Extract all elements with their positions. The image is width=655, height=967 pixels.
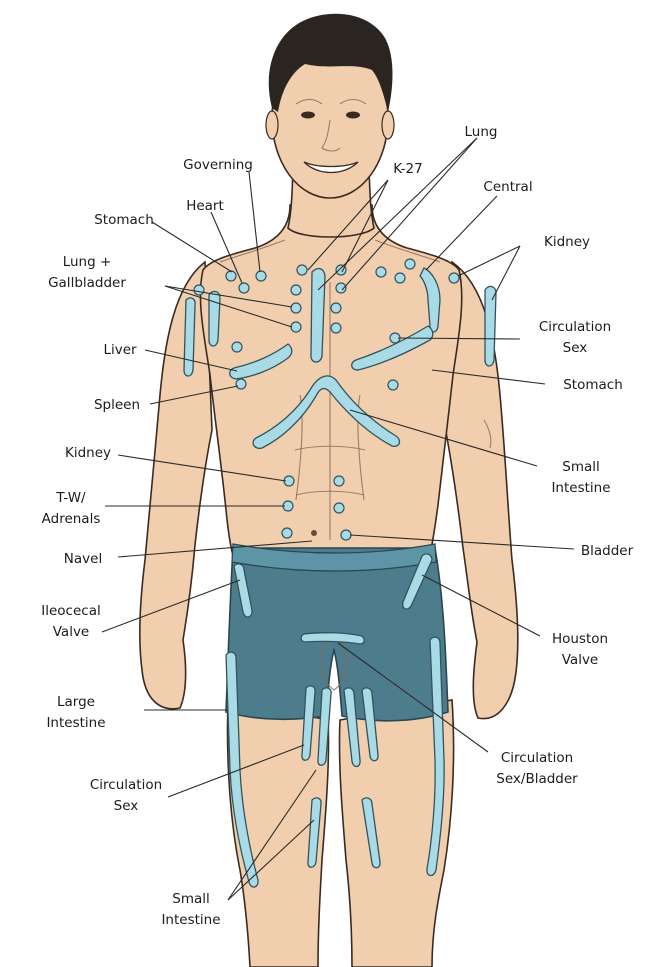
reflex-point — [194, 285, 204, 295]
label-liver: Liver — [103, 342, 137, 358]
label-small-intestine-bottom-line1: Small — [172, 891, 210, 907]
label-ileocecal-valve-line1: Ileocecal — [41, 603, 100, 619]
label-heart: Heart — [186, 198, 224, 214]
label-governing: Governing — [183, 157, 253, 173]
label-lung: Lung — [465, 124, 498, 140]
reflex-point — [449, 273, 459, 283]
reflex-point — [334, 503, 344, 513]
left-arm-illustration — [140, 262, 212, 709]
label-navel: Navel — [64, 551, 102, 567]
label-stomach-left: Stomach — [94, 212, 154, 228]
label-spleen: Spleen — [94, 397, 140, 413]
label-large-intestine-line2: Intestine — [46, 715, 105, 731]
label-circulation-sex-bladder-line1: Circulation — [501, 750, 573, 766]
label-tw-adrenals-line1: T-W/ — [55, 490, 86, 506]
label-bladder: Bladder — [581, 543, 634, 559]
label-small-intestine-right-line2: Intestine — [551, 480, 610, 496]
reflex-point — [291, 303, 301, 313]
reflex-point — [297, 265, 307, 275]
label-ileocecal-valve-line2: Valve — [53, 624, 90, 640]
reflex-point — [232, 342, 242, 352]
label-small-intestine-right-line1: Small — [562, 459, 600, 475]
reflex-point — [226, 271, 236, 281]
reflex-point — [291, 285, 301, 295]
label-central: Central — [483, 179, 532, 195]
reflex-point — [395, 273, 405, 283]
reflex-point — [291, 322, 301, 332]
reflex-point — [405, 259, 415, 269]
label-circulation-sex-left-line2: Sex — [114, 798, 139, 814]
label-tw-adrenals-line2: Adrenals — [42, 511, 101, 527]
reflex-point — [331, 323, 341, 333]
label-stomach-right: Stomach — [563, 377, 623, 393]
upper-arm-zone-left — [184, 298, 195, 376]
reflex-point — [256, 271, 266, 281]
reflex-point — [376, 267, 386, 277]
label-circulation-sex-right-line1: Circulation — [539, 319, 611, 335]
upper-arm-zone-right — [485, 286, 496, 366]
label-circulation-sex-left-line1: Circulation — [90, 777, 162, 793]
label-circulation-sex-right-line2: Sex — [563, 340, 588, 356]
reflex-point — [239, 283, 249, 293]
sternum-zone — [311, 269, 325, 362]
label-houston-valve-line1: Houston — [552, 631, 608, 647]
label-kidney-left: Kidney — [65, 445, 111, 461]
reflex-point — [388, 380, 398, 390]
reflex-point — [334, 476, 344, 486]
navel-mark — [311, 530, 317, 536]
reflex-point — [236, 379, 246, 389]
reflex-point — [282, 528, 292, 538]
label-large-intestine-line1: Large — [57, 694, 95, 710]
label-houston-valve-line2: Valve — [562, 652, 599, 668]
label-kidney-right: Kidney — [544, 234, 590, 250]
shoulder-zone-left — [209, 291, 220, 346]
label-lung-gallbladder-line1: Lung + — [63, 254, 112, 270]
reflex-point — [341, 530, 351, 540]
label-small-intestine-bottom-line2: Intestine — [161, 912, 220, 928]
reflex-point — [331, 303, 341, 313]
label-circulation-sex-bladder-line2: Sex/Bladder — [496, 771, 578, 787]
label-lung-gallbladder-line2: Gallbladder — [48, 275, 126, 291]
label-k27: K-27 — [393, 161, 423, 177]
